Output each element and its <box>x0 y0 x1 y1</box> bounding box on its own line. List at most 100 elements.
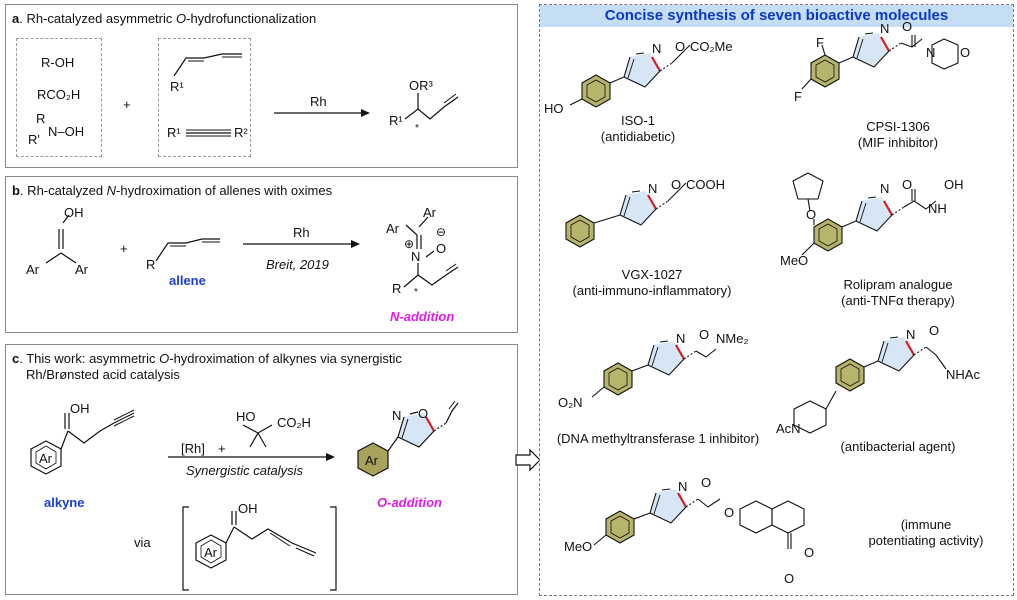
panel-b-title: b. Rh-catalyzed N-hydroximation of allen… <box>12 183 333 198</box>
allene-r1: R¹ <box>170 79 184 94</box>
arrow-label-rh: Rh <box>310 94 327 109</box>
arrow-sub-breit: Breit, 2019 <box>266 257 329 272</box>
allene-r: R <box>146 257 156 272</box>
panel-a: a. Rh-catalyzed asymmetric O-hydrofuncti… <box>5 4 518 168</box>
bioactive-structures <box>565 31 959 549</box>
nitrone-o: O <box>436 241 447 256</box>
alkyne-ar: Ar <box>39 451 52 466</box>
oxime-ar-left: Ar <box>26 262 39 277</box>
immune-o: O <box>701 475 712 490</box>
iso1-desc: (antidiabetic) <box>600 129 676 144</box>
nitrone-star: * <box>414 287 418 298</box>
product-or3: OR³ <box>409 78 433 93</box>
rolipram-nh: NH <box>928 201 947 216</box>
iso1-ho: HO <box>544 101 564 116</box>
nucleophile-roh: R-OH <box>41 55 75 70</box>
stereocenter-star: * <box>415 123 419 134</box>
plus-sign-c: + <box>218 441 226 456</box>
acid-ho: HO <box>236 409 256 424</box>
immune-meo: MeO <box>564 539 593 554</box>
oxime-oh: OH <box>64 205 84 220</box>
dnmt-o: O <box>699 327 710 342</box>
dnmt-n: N <box>676 331 686 346</box>
iso1-o: O <box>675 39 686 54</box>
nitrone-minus-charge: ⊖ <box>436 225 447 239</box>
panel-b: b. Rh-catalyzed N-hydroximation of allen… <box>5 176 518 333</box>
product-n: N <box>392 408 402 423</box>
immune-ether-o: O <box>724 505 735 520</box>
product-ar: Ar <box>365 453 378 468</box>
cpsi-f1: F <box>816 35 824 50</box>
vgx-o: O <box>671 177 682 192</box>
rolipram-oh: OH <box>944 177 964 192</box>
dnmt-desc: (DNA methyltransferase 1 inhibitor) <box>556 431 760 446</box>
dnmt-nme2: NMe₂ <box>716 331 749 346</box>
rolipram-o: O <box>902 177 913 192</box>
panel-b-structures <box>45 214 459 288</box>
o-addition-label: O-addition <box>377 495 442 510</box>
nitrone-ar-top: Ar <box>423 205 436 220</box>
vgx-cooh: COOH <box>686 177 725 192</box>
nitrone-r: R <box>392 281 402 296</box>
nucleophile-box <box>16 38 102 157</box>
panel-bioactive: Concise synthesis of seven bioactive mol… <box>539 4 1014 596</box>
product-r1: R¹ <box>389 113 403 128</box>
n-addition-label: N-addition <box>390 309 455 324</box>
antibac-n: N <box>906 327 916 342</box>
vgx-name: VGX-1027 <box>621 267 683 282</box>
hydroxylamine-noh: N–OH <box>48 124 85 139</box>
arrow-sub-synergistic: Synergistic catalysis <box>186 463 304 478</box>
immune-desc: potentiating activity) <box>868 533 984 548</box>
nitrone-plus-charge: ⊕ <box>404 237 415 251</box>
alkyne-oxime-oh: OH <box>70 401 90 416</box>
dnmt-o2n: O₂N <box>558 395 583 410</box>
rolipram-n: N <box>880 181 890 196</box>
panel-a-title: a. Rh-catalyzed asymmetric O-hydrofuncti… <box>12 11 317 26</box>
hollow-right-arrow <box>515 448 541 472</box>
reagent-rh: [Rh] <box>181 441 205 456</box>
substrate-box <box>158 38 251 157</box>
immune-name: (immune <box>900 517 952 532</box>
iso1-n: N <box>652 41 662 56</box>
vgx-desc: (anti-immuno-inflammatory) <box>572 283 732 298</box>
rolipram-ether-o: O <box>806 207 817 222</box>
antibac-o: O <box>929 323 940 338</box>
bioactive-header: Concise synthesis of seven bioactive mol… <box>540 5 1013 27</box>
rolipram-name: Rolipram analogue <box>843 277 953 292</box>
antibac-nhac: NHAc <box>946 367 980 382</box>
cpsi-morpholine-n: N <box>926 45 936 60</box>
panel-c: c. This work: asymmetric O-hydroximation… <box>5 344 518 595</box>
alkyne-label: alkyne <box>44 495 85 510</box>
hydroxylamine-r1: R <box>36 111 46 126</box>
hydroxylamine-r2: R' <box>28 132 40 147</box>
intermediate-oh: OH <box>238 501 258 516</box>
cpsi-desc: (MIF inhibitor) <box>857 135 939 150</box>
vgx-n: N <box>648 181 658 196</box>
rolipram-meo: MeO <box>780 253 809 268</box>
panel-c-structures <box>30 400 459 591</box>
antibac-desc: (antibacterial agent) <box>840 439 956 454</box>
cpsi-morpholine-o: O <box>960 45 971 60</box>
oxime-ar-right: Ar <box>75 262 88 277</box>
immune-carbonyl-o: O <box>784 571 795 586</box>
immune-n: N <box>678 479 688 494</box>
rolipram-desc: (anti-TNFα therapy) <box>841 293 955 308</box>
cpsi-f2: F <box>794 89 802 104</box>
nucleophile-rco2h: RCO₂H <box>37 87 81 102</box>
acid-co2h: CO₂H <box>277 415 311 430</box>
cpsi-o: O <box>902 19 913 34</box>
nitrone-ar-left: Ar <box>386 221 399 236</box>
intermediate-ar: Ar <box>204 545 217 560</box>
cpsi-name: CPSI-1306 <box>866 119 930 134</box>
arrow-label-rh-b: Rh <box>293 225 310 240</box>
alkyne-r2: R² <box>234 125 248 140</box>
nitrone-n: N <box>411 249 421 264</box>
iso1-name: ISO-1 <box>621 113 655 128</box>
allene-label: allene <box>169 273 206 288</box>
immune-ring-o: O <box>804 545 815 560</box>
alkyne-r1: R¹ <box>167 125 181 140</box>
plus-sign: + <box>123 97 131 112</box>
product-o: O <box>418 406 429 421</box>
antibac-acn: AcN <box>776 421 801 436</box>
panel-a-structures <box>173 53 459 137</box>
